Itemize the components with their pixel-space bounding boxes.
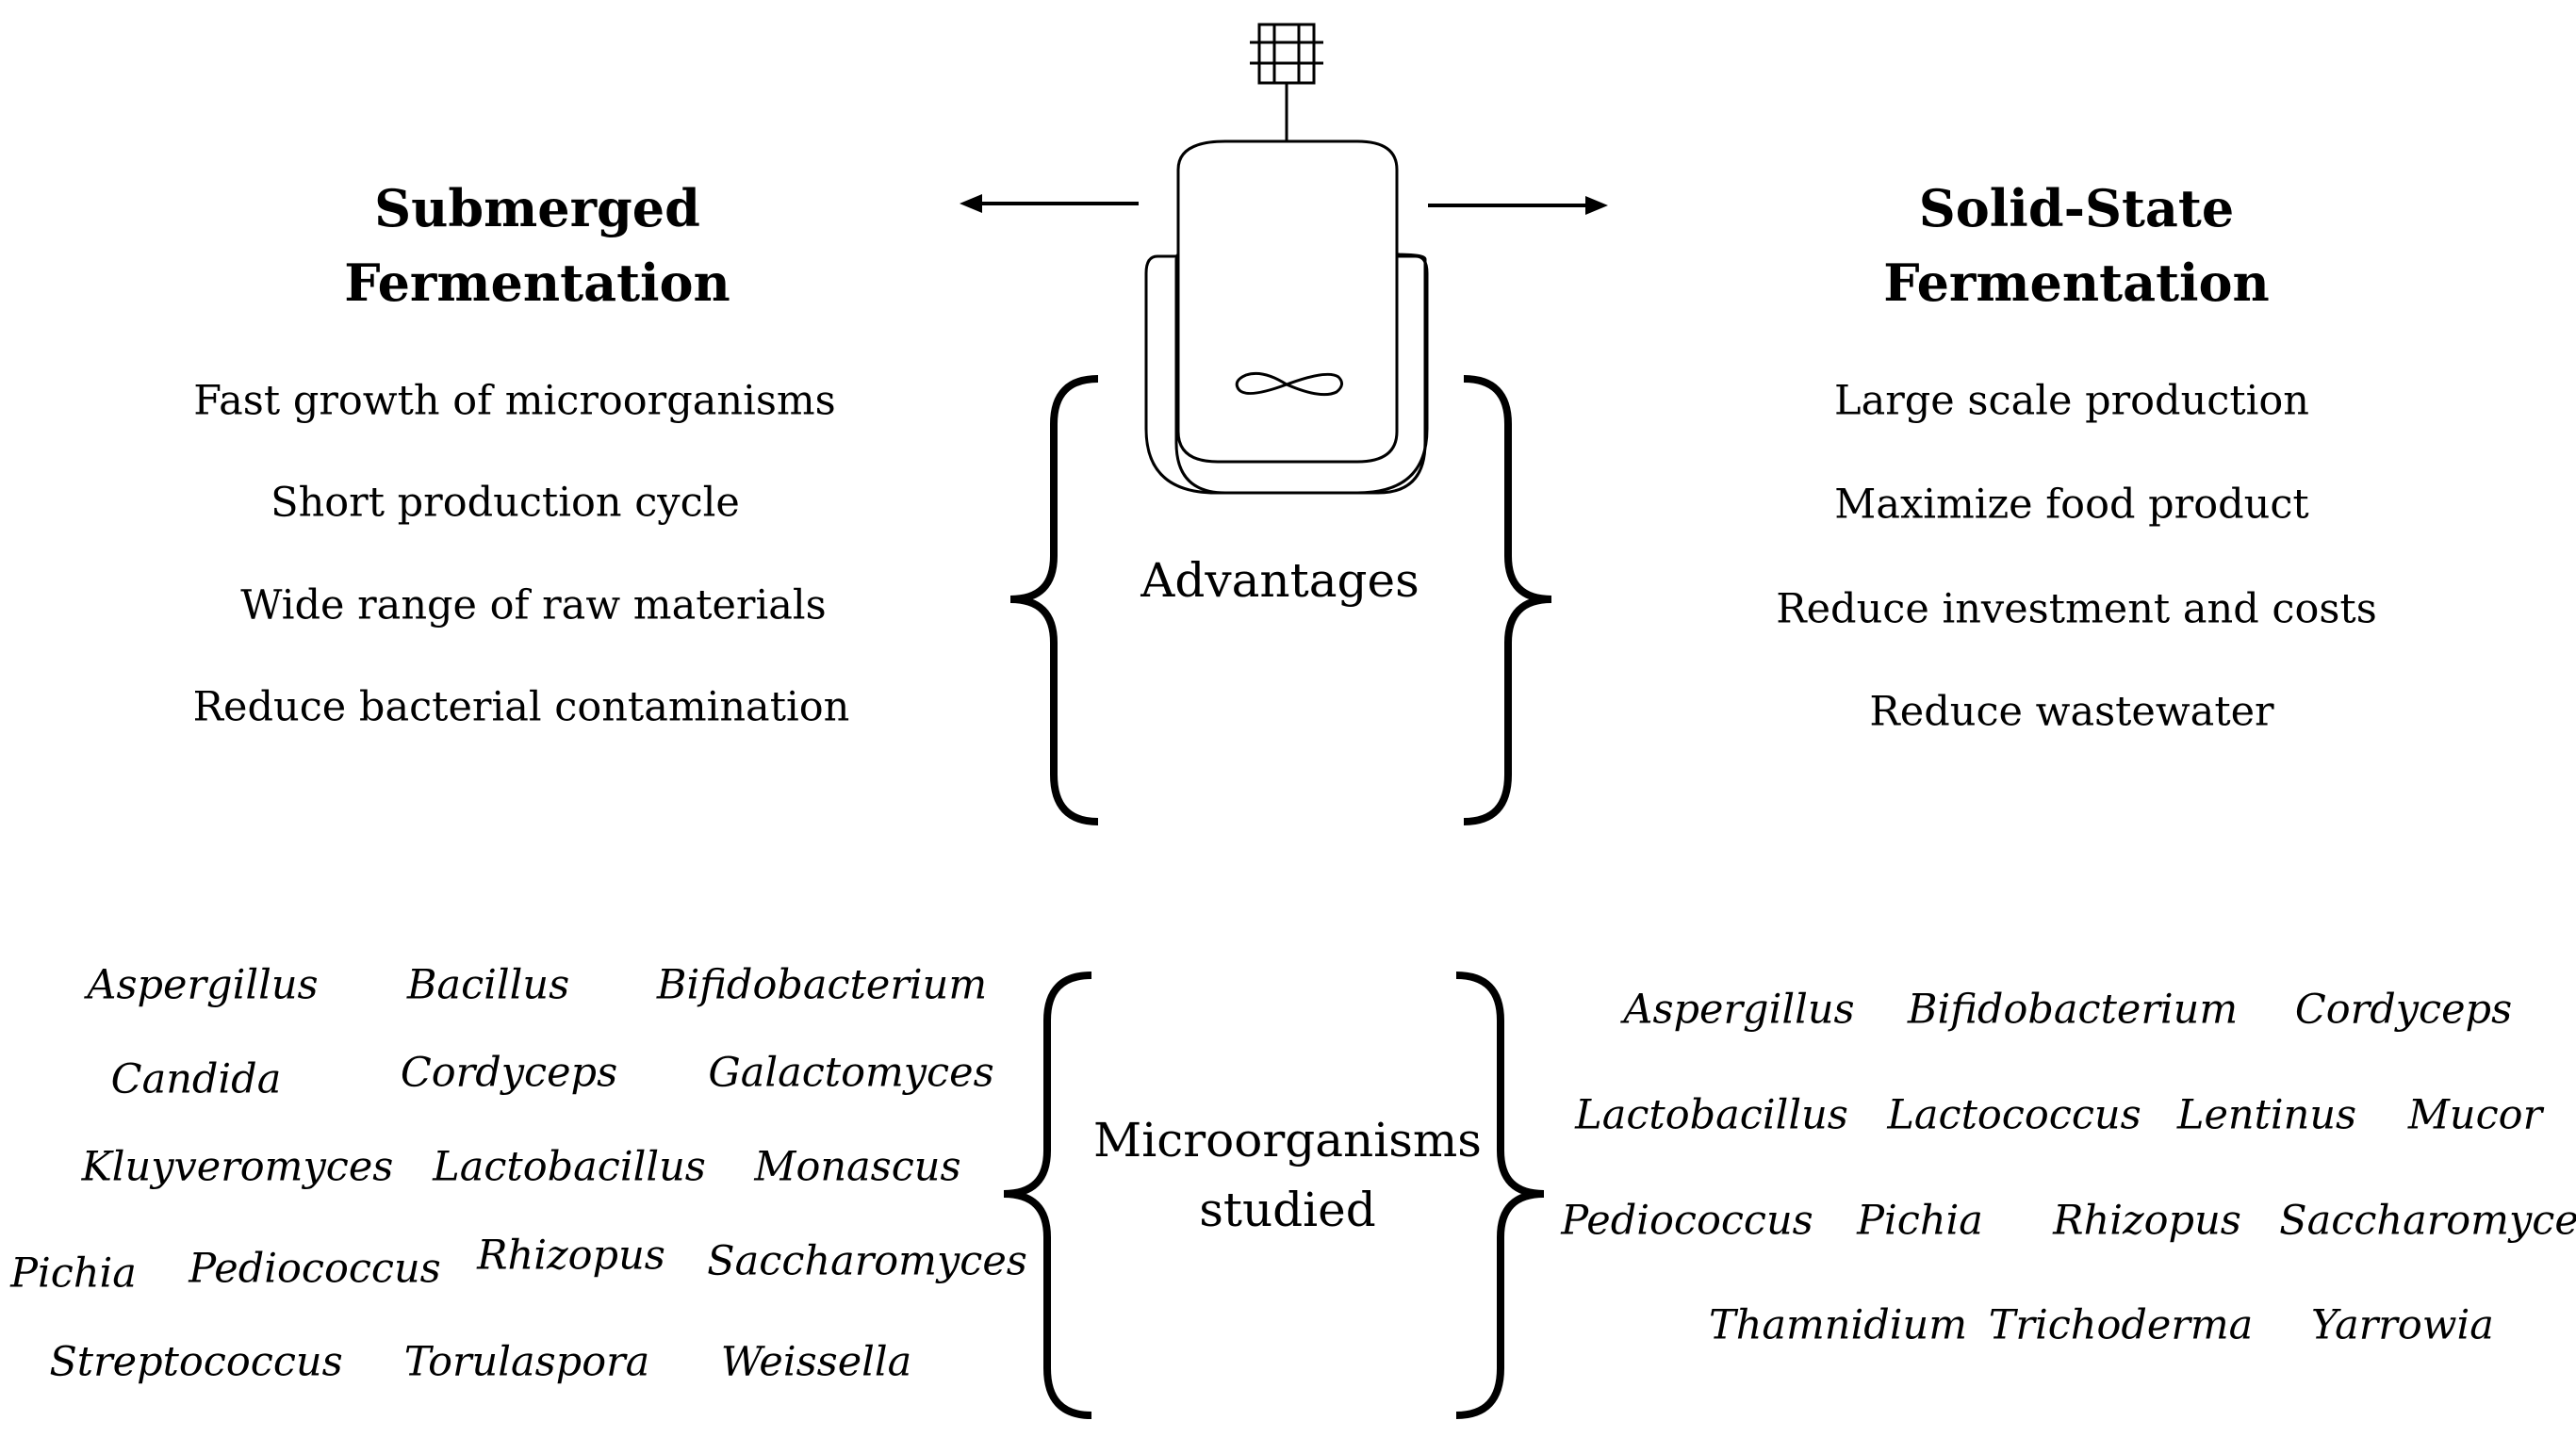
submerged-microorganism: Bifidobacterium <box>656 961 988 1009</box>
advantages-label: Advantages <box>1140 552 1419 608</box>
submerged-advantage: Fast growth of microorganisms <box>193 377 836 425</box>
submerged-microorganism: Torulaspora <box>403 1338 650 1386</box>
arrow-right-icon <box>1428 196 1608 215</box>
submerged-microorganism: Weissella <box>720 1338 912 1386</box>
solid-state-microorganism: Lactococcus <box>1887 1091 2141 1139</box>
solid-state-heading-line2: Fermentation <box>1883 253 2270 313</box>
submerged-microorganism: Pediococcus <box>189 1245 441 1293</box>
solid-state-microorganism: Aspergillus <box>1623 986 1855 1034</box>
submerged-microorganism: Saccharomyces <box>707 1237 1027 1285</box>
arrow-left-icon <box>960 194 1139 213</box>
submerged-microorganism: Kluyveromyces <box>81 1143 394 1191</box>
submerged-advantage: Reduce bacterial contamination <box>192 683 850 731</box>
submerged-microorganism: Lactobacillus <box>433 1143 706 1191</box>
bioreactor-icon <box>1144 23 1429 495</box>
submerged-microorganism: Galactomyces <box>708 1049 994 1097</box>
solid-state-microorganism: Bifidobacterium <box>1907 986 2239 1034</box>
solid-state-advantage: Maximize food product <box>1834 481 2309 529</box>
submerged-heading-line2: Fermentation <box>344 253 730 313</box>
solid-state-heading-line1: Solid-State <box>1918 178 2235 238</box>
solid-state-microorganism: Thamnidium <box>1709 1301 1967 1349</box>
solid-state-microorganism: Saccharomyces <box>2279 1197 2576 1245</box>
submerged-heading-line1: Submerged <box>374 178 700 238</box>
submerged-advantage: Wide range of raw materials <box>240 581 827 629</box>
submerged-microorganism: Pichia <box>10 1249 137 1298</box>
submerged-microorganism: Cordyceps <box>400 1049 618 1097</box>
solid-state-advantage: Large scale production <box>1834 377 2309 425</box>
solid-state-microorganism: Pediococcus <box>1561 1197 1813 1245</box>
solid-state-microorganism: Pichia <box>1857 1197 1983 1245</box>
submerged-microorganism: Streptococcus <box>49 1338 343 1386</box>
advantages-left-brace <box>1009 375 1099 825</box>
submerged-microorganism: Monascus <box>754 1143 961 1191</box>
submerged-microorganism: Aspergillus <box>87 961 319 1009</box>
submerged-advantage: Short production cycle <box>271 479 740 527</box>
micro-left-brace <box>1003 972 1092 1419</box>
advantages-right-brace <box>1463 375 1552 825</box>
submerged-microorganism: Bacillus <box>406 961 570 1009</box>
solid-state-advantage: Reduce investment and costs <box>1776 585 2377 633</box>
solid-state-advantage: Reduce wastewater <box>1869 688 2274 736</box>
submerged-microorganism: Candida <box>110 1055 282 1103</box>
solid-state-microorganism: Lactobacillus <box>1575 1091 1848 1139</box>
solid-state-microorganism: Mucor <box>2407 1091 2543 1139</box>
micro-right-brace <box>1455 972 1545 1419</box>
solid-state-microorganism: Trichoderma <box>1988 1301 2254 1349</box>
microorganisms-label-line1: Microorganisms <box>1093 1112 1482 1168</box>
solid-state-microorganism: Lentinus <box>2176 1091 2357 1139</box>
solid-state-microorganism: Rhizopus <box>2053 1197 2241 1245</box>
solid-state-microorganism: Cordyceps <box>2294 986 2513 1034</box>
solid-state-microorganism: Yarrowia <box>2311 1301 2494 1349</box>
submerged-microorganism: Rhizopus <box>477 1232 665 1280</box>
microorganisms-label-line2: studied <box>1199 1182 1376 1237</box>
